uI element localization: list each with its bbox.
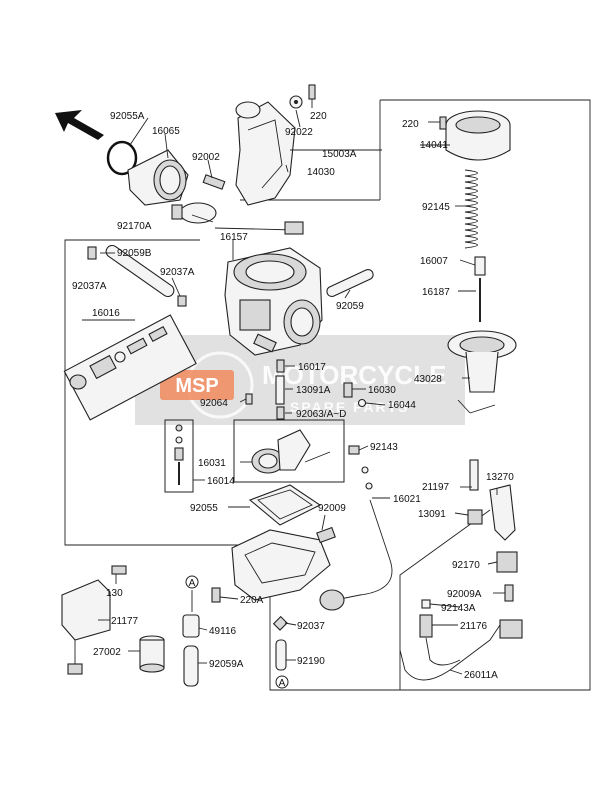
o-ring-part [106, 140, 138, 176]
fuel-screw-part [182, 614, 200, 638]
part-label-16031: 16031 [198, 458, 226, 469]
part-label-220: 220 [402, 119, 419, 130]
throttle-cable-part [319, 445, 393, 611]
intake-holder-part [127, 149, 189, 206]
needle-jet-set-part [164, 419, 194, 493]
jet-part [275, 375, 285, 405]
part-label-16157: 16157 [220, 232, 248, 243]
tube-part [183, 645, 199, 687]
clip-part [177, 295, 187, 307]
wire-harness-part [399, 619, 523, 681]
diaphragm-part [447, 330, 517, 414]
part-label-92143: 92143 [370, 442, 398, 453]
leader-lines [82, 99, 505, 675]
reference-marker [275, 675, 289, 689]
watermark-logo-text: MSP [175, 375, 218, 397]
part-label-92059A: 92059A [209, 659, 244, 670]
part-label-92143A: 92143A [441, 603, 476, 614]
jet-part [276, 359, 285, 373]
part-label-16017: 16017 [298, 362, 326, 373]
part-label-26011A: 26011A [464, 670, 498, 681]
part-label-92170A: 92170A [117, 221, 152, 232]
part-label-27002: 27002 [93, 647, 121, 658]
part-label-92055: 92055 [190, 503, 218, 514]
part-label-220: 220 [310, 111, 327, 122]
watermark: MSP MOTORCYCLE SPARE PARTS [135, 335, 465, 425]
part-label-92063: 92063/A~D [296, 409, 346, 420]
part-label-14030: 14030 [307, 167, 335, 178]
part-label-21197: 21197 [422, 482, 450, 493]
part-label-13270: 13270 [486, 472, 514, 483]
screw-part [202, 174, 226, 190]
bolt-part [308, 84, 316, 100]
part-label-92190: 92190 [297, 656, 325, 667]
jet-holder-part [233, 419, 345, 483]
part-label-13091: 13091 [418, 509, 446, 520]
part-label-92145: 92145 [422, 202, 450, 213]
top-cover-part [235, 101, 296, 206]
carburetor-body-part [214, 221, 323, 356]
part-label-92059B: 92059B [117, 248, 152, 259]
part-label-16044: 16044 [388, 400, 416, 411]
spring-part [464, 169, 478, 249]
part-label-92170: 92170 [452, 560, 480, 571]
part-label-92064: 92064 [200, 398, 228, 409]
part-label-92022: 92022 [285, 127, 313, 138]
watermark-subtitle: SPARE PARTS [290, 399, 410, 415]
reference-marker-label: A [189, 578, 196, 589]
pilot-screw-part [63, 314, 197, 421]
part-label-16030: 16030 [368, 385, 396, 396]
tube-part [105, 244, 374, 298]
part-label-92037A: 92037A [72, 281, 107, 292]
part-label-92037: 92037 [297, 621, 325, 632]
clamp-part [171, 202, 217, 224]
clip-part [87, 246, 97, 260]
holder-part [474, 256, 486, 276]
part-label-16021: 16021 [393, 494, 421, 505]
front-arrow-icon [55, 110, 104, 140]
part-label-13091A: 13091A [296, 385, 331, 396]
part-label-43028: 43028 [414, 374, 442, 385]
reference-marker [185, 575, 199, 589]
part-label-220A: 220A [240, 595, 264, 606]
clip-small-part [272, 615, 288, 631]
part-label-92059: 92059 [336, 301, 364, 312]
reference-marker-label: A [279, 678, 286, 689]
part-label-21176: 21176 [460, 621, 488, 632]
part-label-16014: 16014 [207, 476, 235, 487]
screw-small-part [245, 393, 253, 405]
tube-small-part [275, 639, 287, 671]
part-label-16187: 16187 [422, 287, 450, 298]
float-bowl-part [211, 526, 336, 603]
bolt-part [439, 116, 447, 130]
carb-heater-part [61, 565, 127, 675]
watermark-logo [160, 370, 234, 400]
part-label-92009: 92009 [318, 503, 346, 514]
part-label-14041: 14041 [420, 140, 448, 151]
part-label-15003A: 15003A [322, 149, 357, 160]
part-label-92055A: 92055A [110, 111, 145, 122]
jet-part [276, 406, 285, 420]
part-label-92037A: 92037A [160, 267, 195, 278]
part-label-16065: 16065 [152, 126, 180, 137]
part-label-16007: 16007 [420, 256, 448, 267]
part-label-130: 130 [106, 588, 123, 599]
gasket-part [248, 484, 322, 526]
part-labels: 92055A 16065 92002 92022 220 220 14041 1… [72, 111, 514, 681]
jet-part [343, 382, 353, 398]
top-cap-part [445, 110, 511, 161]
thermo-switch-part [139, 635, 165, 673]
part-label-49116: 49116 [209, 626, 237, 637]
part-label-21177: 21177 [111, 616, 139, 627]
part-label-16016: 16016 [92, 308, 120, 319]
watermark-title: MOTORCYCLE [262, 360, 446, 390]
part-label-92009A: 92009A [447, 589, 482, 600]
throttle-sensor-part [419, 459, 518, 638]
o-ring-small-part [357, 398, 367, 408]
part-label-92002: 92002 [192, 152, 220, 163]
